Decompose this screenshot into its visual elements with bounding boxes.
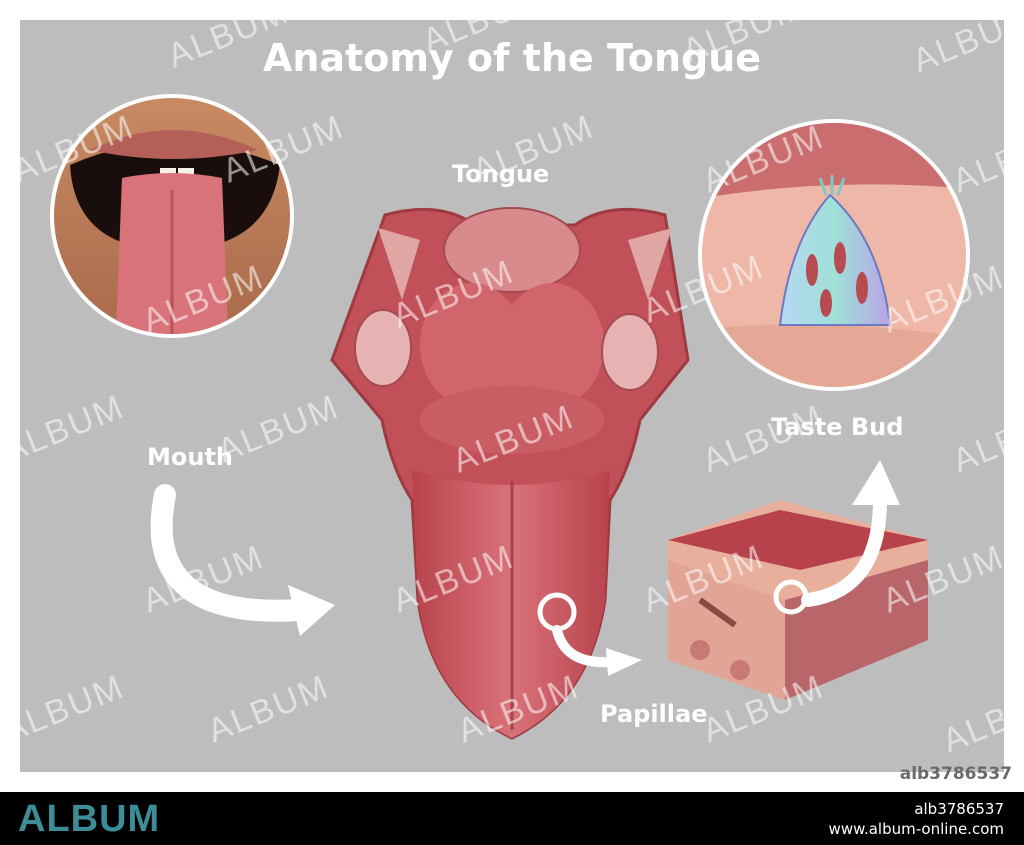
taste-bud-label: Taste Bud	[771, 413, 904, 441]
papillae-label: Papillae	[600, 700, 708, 728]
album-logo[interactable]: ALBUM	[18, 798, 161, 840]
arrow-mouth-to-tongue	[150, 484, 335, 636]
arrow-papillae-to-taste-bud	[773, 460, 900, 615]
taste-bud-illustration	[698, 119, 970, 391]
image-id: alb3786537	[899, 764, 1012, 784]
mouth-illustration	[50, 94, 294, 338]
mouth-label: Mouth	[147, 443, 234, 471]
arrow-tongue-to-papillae	[537, 592, 642, 676]
footer-image-id: alb3786537	[914, 800, 1004, 818]
papillae-illustration	[668, 500, 928, 700]
tongue-illustration	[330, 207, 690, 740]
footer-url-link[interactable]: www.album-online.com	[828, 820, 1004, 838]
footer-bar: ALBUM alb3786537 www.album-online.com	[0, 792, 1024, 845]
tongue-label: Tongue	[452, 160, 550, 188]
page-title: Anatomy of the Tongue	[262, 36, 762, 80]
